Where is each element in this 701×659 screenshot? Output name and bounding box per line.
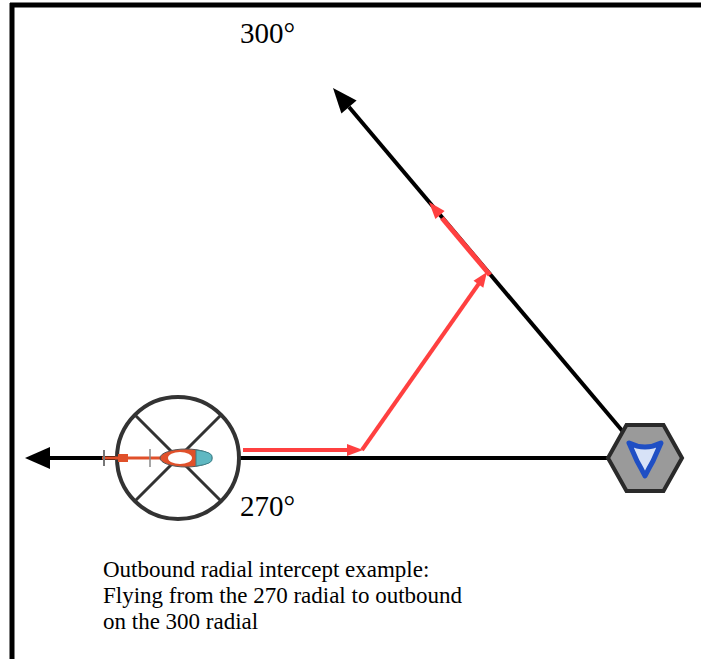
vor-symbol <box>608 425 682 491</box>
radial-label: 270° <box>240 491 295 523</box>
radial-line <box>48 456 612 460</box>
arrowhead <box>25 447 50 469</box>
radial-label: 300° <box>240 18 295 50</box>
intercept-path <box>243 202 490 456</box>
frame-border <box>10 3 701 8</box>
radial-line <box>349 107 630 440</box>
figure-caption: Outbound radial intercept example: Flyin… <box>103 557 475 635</box>
helicopter-icon <box>102 449 212 467</box>
frame-border <box>10 3 15 659</box>
arrowhead <box>333 88 357 113</box>
